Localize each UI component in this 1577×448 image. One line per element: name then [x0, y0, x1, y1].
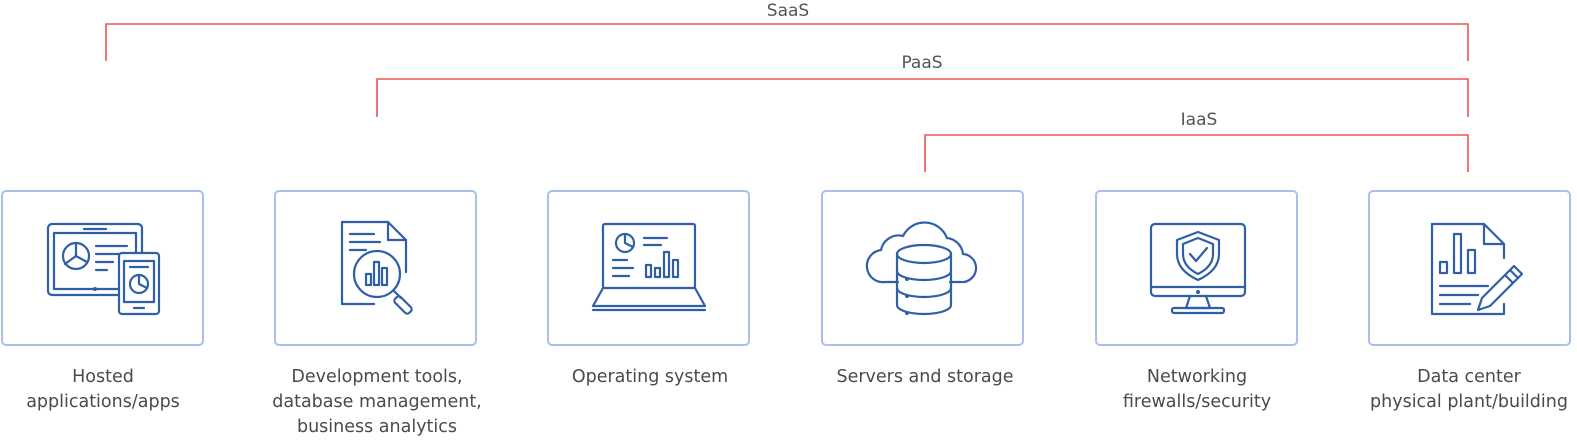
caption-line: firewalls/security	[1122, 392, 1272, 412]
caption-line: Data center	[1417, 367, 1521, 387]
layer-card-data-center	[1368, 190, 1571, 346]
monitor-shield-icon	[1149, 222, 1247, 315]
tablet-dashboard-icon	[46, 222, 161, 316]
paas-bracket: PaaS	[376, 52, 1469, 117]
layer-card-servers-storage	[821, 190, 1024, 346]
saas-bracket-line	[105, 23, 1469, 61]
document-chart-pen-icon	[1430, 222, 1524, 316]
layer-card-dev-tools	[274, 190, 477, 346]
caption-line: business analytics	[296, 417, 458, 437]
caption-line: Hosted	[72, 367, 134, 387]
saas-bracket: SaaS	[105, 0, 1469, 61]
iaas-label: IaaS	[1181, 110, 1218, 130]
paas-bracket-line	[376, 78, 1469, 117]
caption-line: Servers and storage	[836, 367, 1014, 387]
caption-line: Networking	[1146, 367, 1248, 387]
cloud-database-icon	[865, 221, 978, 316]
caption-line: Operating system	[571, 367, 729, 387]
layer-caption-data-center: Data center physical plant/building	[1354, 365, 1577, 415]
layer-caption-networking: Networking firewalls/security	[1082, 365, 1312, 415]
caption-line: database management,	[272, 392, 482, 412]
iaas-bracket: IaaS	[924, 109, 1469, 172]
laptop-chart-icon	[591, 222, 707, 312]
report-magnifier-icon	[340, 220, 413, 315]
caption-line: physical plant/building	[1370, 392, 1568, 412]
caption-line: Development tools,	[291, 367, 463, 387]
layer-card-hosted-apps	[1, 190, 204, 346]
paas-label: PaaS	[901, 53, 942, 73]
layer-caption-hosted-apps: Hosted applications/apps	[0, 365, 218, 415]
caption-line: applications/apps	[26, 392, 180, 412]
layer-card-operating-system	[547, 190, 750, 346]
layer-caption-servers-storage: Servers and storage	[810, 365, 1040, 390]
iaas-bracket-line	[924, 134, 1469, 172]
layer-card-networking	[1095, 190, 1298, 346]
saas-label: SaaS	[767, 1, 809, 21]
layer-caption-operating-system: Operating system	[535, 365, 765, 390]
layer-caption-dev-tools: Development tools, database management, …	[262, 365, 492, 440]
